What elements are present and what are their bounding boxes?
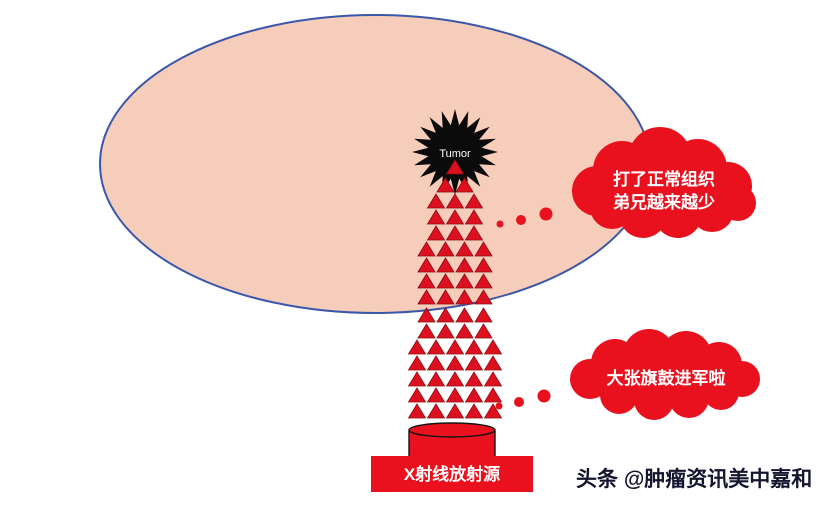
beam-triangle bbox=[464, 209, 484, 225]
tumor-label: Tumor bbox=[439, 148, 471, 160]
beam-triangle bbox=[455, 289, 474, 305]
xray-beam-triangles bbox=[407, 159, 503, 419]
beam-triangle bbox=[426, 339, 446, 355]
thought-dot-medium bbox=[516, 215, 526, 225]
beam-triangle bbox=[417, 241, 436, 257]
beam-triangle bbox=[436, 307, 455, 323]
tumor-starburst-icon bbox=[412, 109, 498, 195]
beam-triangle bbox=[426, 387, 446, 403]
beam-triangle bbox=[445, 355, 465, 371]
beam-triangle bbox=[455, 307, 474, 323]
cloud-shape-bottom bbox=[495, 329, 760, 420]
thought-dot-small bbox=[495, 402, 503, 410]
beam-triangle bbox=[436, 289, 455, 305]
beam-triangle bbox=[426, 371, 446, 387]
beam-triangle bbox=[474, 307, 493, 323]
beam-triangle bbox=[483, 371, 503, 387]
beam-triangle bbox=[436, 241, 455, 257]
beam-triangle bbox=[455, 273, 474, 289]
tumor: Tumor bbox=[412, 109, 498, 195]
beam-triangle bbox=[407, 403, 427, 419]
bubble-top-line1: 打了正常组织 bbox=[613, 169, 715, 189]
thought-bubble-top: 打了正常组织 弟兄越来越少 bbox=[496, 127, 756, 238]
beam-triangle bbox=[464, 403, 484, 419]
thought-bubble-bottom: 大张旗鼓进军啦 bbox=[495, 329, 760, 420]
beam-triangle bbox=[445, 403, 465, 419]
bubble-top-line2: 弟兄越来越少 bbox=[613, 192, 715, 212]
beam-triangle bbox=[455, 177, 474, 193]
beam-triangle bbox=[483, 387, 503, 403]
cloud-shape-top bbox=[496, 127, 756, 238]
beam-triangle bbox=[417, 289, 436, 305]
beam-triangle bbox=[436, 273, 455, 289]
thought-dot-small bbox=[496, 220, 504, 228]
beam-triangle bbox=[436, 323, 455, 339]
beam-triangle bbox=[445, 193, 465, 209]
source-label-box: X射线放射源 bbox=[371, 456, 533, 492]
watermark-text: 头条 @肿瘤资讯美中嘉和 bbox=[576, 467, 812, 491]
thought-dot-large bbox=[537, 389, 551, 403]
body-tissue-ellipse bbox=[99, 14, 651, 314]
beam-triangle bbox=[455, 323, 474, 339]
beam-triangle bbox=[417, 273, 436, 289]
beam-triangle bbox=[445, 209, 465, 225]
beam-triangle bbox=[436, 177, 455, 193]
beam-triangle bbox=[483, 339, 503, 355]
beam-triangle bbox=[445, 159, 465, 175]
beam-triangle bbox=[474, 241, 493, 257]
beam-triangle bbox=[436, 257, 455, 273]
beam-triangle bbox=[455, 257, 474, 273]
beam-triangle bbox=[464, 371, 484, 387]
beam-triangle bbox=[426, 355, 446, 371]
beam-triangle bbox=[455, 241, 474, 257]
beam-triangle bbox=[426, 225, 446, 241]
source-label: X射线放射源 bbox=[404, 464, 500, 484]
beam-triangle bbox=[445, 371, 465, 387]
beam-triangle bbox=[417, 307, 436, 323]
beam-triangle bbox=[417, 323, 436, 339]
beam-triangle bbox=[445, 225, 465, 241]
beam-triangle bbox=[445, 387, 465, 403]
beam-triangle bbox=[426, 403, 446, 419]
bubble-bottom-text: 大张旗鼓进军啦 bbox=[607, 368, 726, 388]
beam-triangle bbox=[464, 387, 484, 403]
beam-triangle bbox=[426, 193, 446, 209]
beam-triangle bbox=[407, 387, 427, 403]
beam-triangle bbox=[483, 403, 503, 419]
beam-triangle bbox=[474, 289, 493, 305]
beam-triangle bbox=[407, 371, 427, 387]
beam-triangle bbox=[474, 323, 493, 339]
beam-triangle bbox=[407, 339, 427, 355]
thought-dot-large bbox=[539, 207, 553, 221]
beam-triangle bbox=[417, 257, 436, 273]
beam-triangle bbox=[464, 193, 484, 209]
beam-triangle bbox=[464, 339, 484, 355]
beam-triangle bbox=[426, 209, 446, 225]
thought-dot-medium bbox=[514, 397, 524, 407]
beam-triangle bbox=[445, 339, 465, 355]
beam-triangle bbox=[407, 355, 427, 371]
beam-triangle bbox=[483, 355, 503, 371]
beam-triangle bbox=[474, 257, 493, 273]
beam-triangle bbox=[464, 225, 484, 241]
beam-triangle bbox=[464, 355, 484, 371]
beam-triangle bbox=[474, 273, 493, 289]
